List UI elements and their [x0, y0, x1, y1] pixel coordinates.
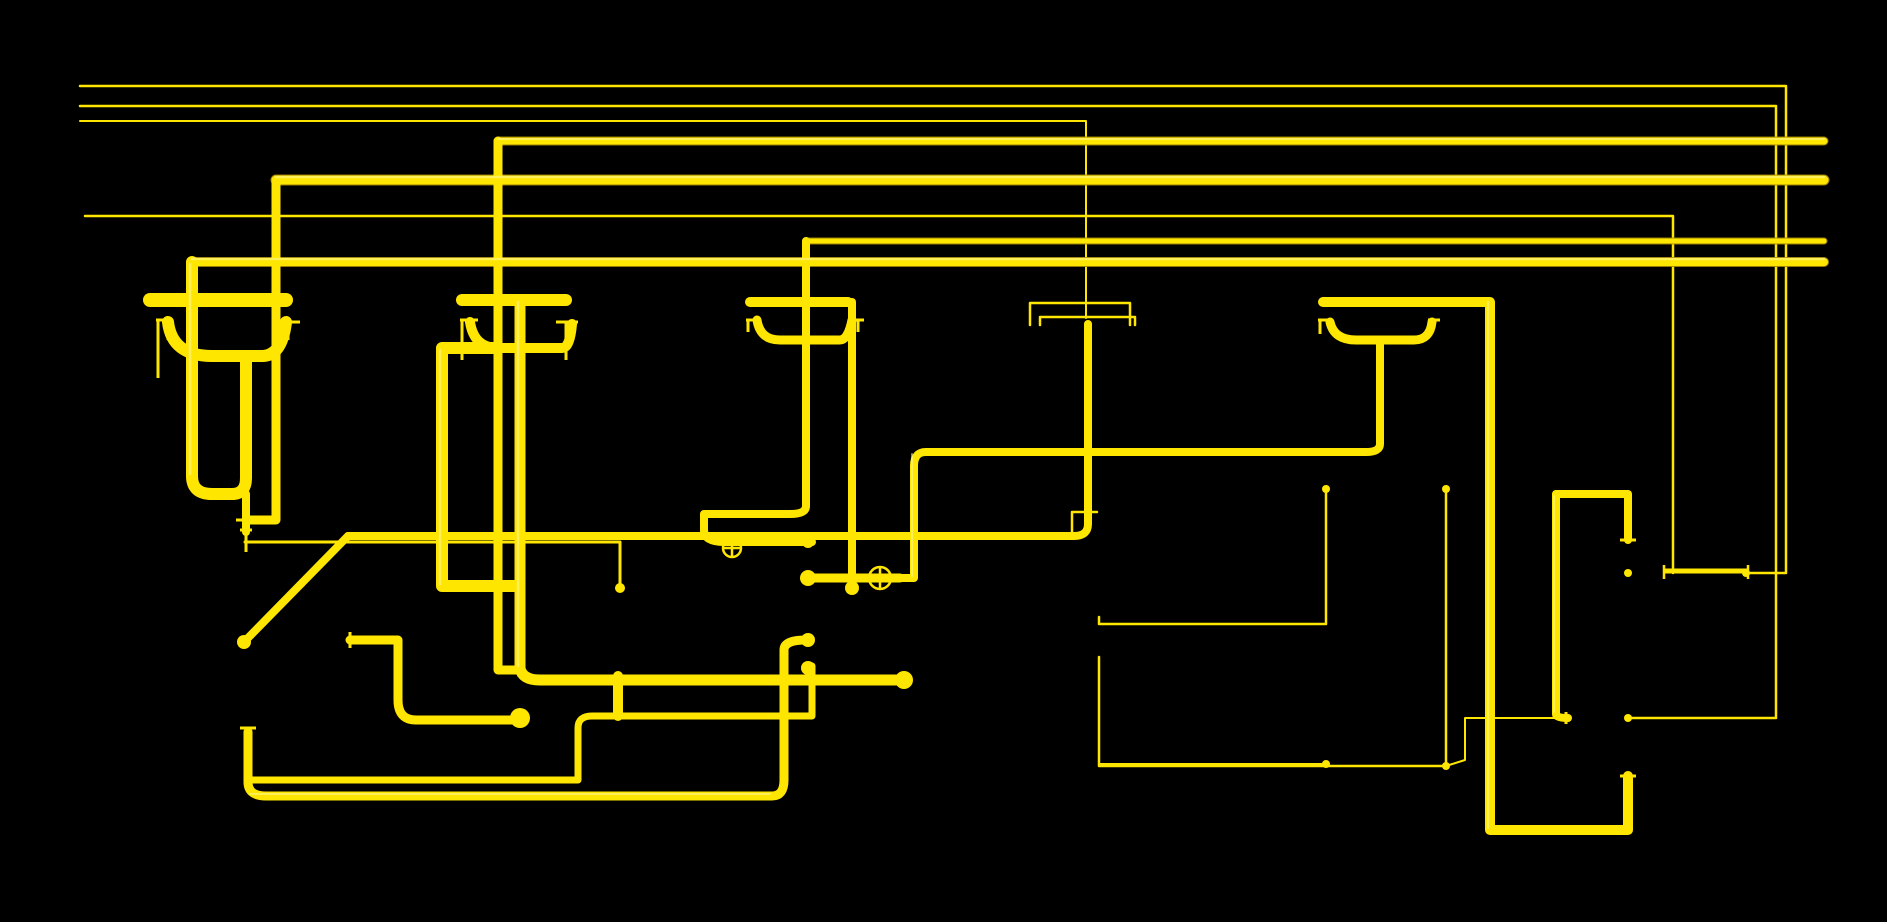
stub-basin2-r [556, 320, 578, 360]
cap-13 [1624, 569, 1632, 577]
basin2-loop [436, 342, 524, 592]
cap-5 [800, 570, 816, 586]
lower-loop [243, 635, 811, 801]
fixture4-frame [1028, 301, 1137, 327]
basin1-curve [162, 316, 292, 362]
stub-right-2 [1620, 774, 1636, 830]
valves [721, 537, 1750, 591]
basin5-curve [1325, 317, 1437, 345]
stub-right-1 [1620, 494, 1636, 542]
pipe-caps [237, 485, 1750, 770]
stub-basin2-l [460, 318, 478, 360]
basin5-drop [886, 336, 1384, 582]
main-run [344, 320, 1092, 540]
hline-c [1097, 485, 1448, 768]
top-line-3 [79, 120, 1087, 319]
pipe-shadow [187, 136, 1830, 267]
riser-498 [493, 136, 523, 675]
stub-basin1-r [276, 320, 300, 340]
hline-e [1445, 717, 1571, 767]
basin3-drop [700, 237, 816, 546]
thick-pipes [143, 136, 1829, 835]
fixture-stubs [156, 318, 1636, 830]
valve-3 [1662, 565, 1750, 579]
valve-1 [721, 537, 743, 559]
stub-lower-left [240, 726, 256, 760]
right-loop [1552, 490, 1632, 722]
cap-4 [895, 671, 913, 689]
basin1-loop [186, 256, 252, 500]
cap-6 [845, 581, 859, 595]
lower-pipe-2 [244, 662, 816, 784]
top-line-1 [78, 84, 1788, 575]
cap-3 [510, 708, 530, 728]
cap-8 [801, 661, 815, 675]
riser-520 [514, 294, 910, 686]
cap-9 [1322, 485, 1330, 493]
top-line-2 [78, 104, 1778, 720]
diag-branch [240, 532, 352, 646]
cap-10 [1442, 485, 1450, 493]
cap-15 [1624, 714, 1632, 722]
hline-a [243, 540, 622, 588]
stub-basin5-l [1318, 318, 1332, 334]
stub-basin3-l [746, 318, 760, 332]
basin5-top [1318, 297, 1633, 835]
cap-12 [1442, 762, 1450, 770]
valve-2 [867, 565, 893, 591]
mid-line-1 [83, 214, 1675, 575]
stub-basin3-r [850, 318, 864, 332]
cap-1 [237, 635, 251, 649]
stub-riser [236, 518, 256, 552]
cap-2 [615, 583, 625, 593]
hline-b [1097, 485, 1328, 626]
lower-stub [345, 635, 525, 725]
cap-16 [802, 536, 814, 548]
cap-11 [1322, 760, 1330, 768]
basin2-curve [465, 317, 577, 353]
pipe-highlights [188, 138, 1826, 829]
thin-lines [78, 84, 1788, 768]
cap-7 [801, 633, 815, 647]
stub-basin1-l [156, 318, 172, 378]
